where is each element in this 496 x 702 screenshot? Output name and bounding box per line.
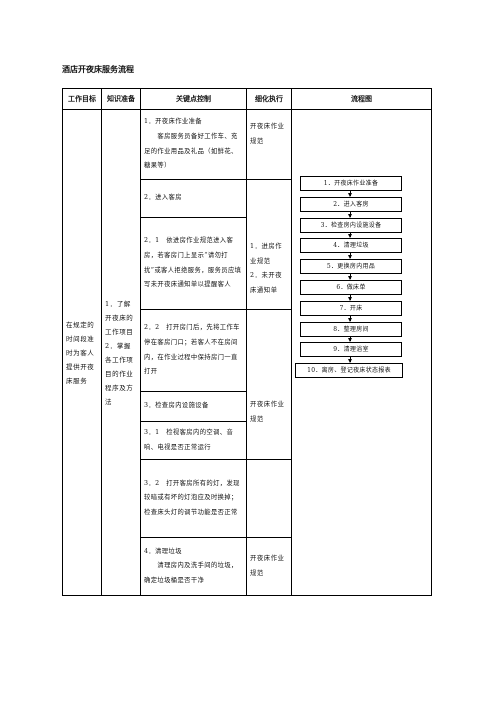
flow-step-box: 10．离房、登记夜床状态报表 — [295, 363, 403, 379]
key-point-cell: 3．2 打开客房所有的灯，发现较暗或有坏的灯泡应及时换掉；检查床头灯的调节功能是… — [140, 459, 247, 538]
execution-cell: 开夜床作业规范 — [246, 109, 292, 180]
key-point-text: 2．1 依进房作业规范进入客房，若客房门上显示“请勿打扰”或客人拒绝服务，服务员… — [144, 237, 242, 289]
goal-text: 在规定的时间段准时为客人提供开夜床服务 — [66, 320, 95, 385]
flow-step-box: 8．整理房间 — [300, 321, 402, 337]
execution-cell: 1．进房作业规范 2．未开夜床通知单 — [246, 179, 292, 310]
flow-step-box: 1．开夜床作业准备 — [300, 176, 402, 191]
key-point-text: 2．进入客房 — [144, 194, 182, 202]
header-flowchart: 流程图 — [291, 88, 432, 110]
knowledge-text: 1．了解开夜床的工作项目 2．掌握各工作项目的作业程序及方法 — [105, 299, 134, 406]
flowchart-cell: 1．开夜床作业准备 2．进入客房 3．检查房内设施设备 4．清理垃圾 5．更换房内用品 6… — [291, 109, 432, 596]
key-point-cell: 2．1 依进房作业规范进入客房，若客房门上显示“请勿打扰”或客人拒绝服务，服务员… — [140, 217, 247, 310]
key-point-text: 4．清理垃圾 清理房内及洗手间的垃圾，确定垃圾桶是否干净 — [144, 547, 238, 584]
table-header-row: 工作目标 知识准备 关键点控制 细化执行 流程图 — [62, 88, 432, 110]
execution-text: 1．进房作业规范 2．未开夜床通知单 — [250, 243, 283, 294]
key-point-text: 3．2 打开客房所有的灯，发现较暗或有坏的灯泡应及时换掉；检查床头灯的调节功能是… — [144, 479, 240, 516]
key-point-cell: 3．1 检视客房内的空调、音响、电视是否正常运行 — [140, 421, 247, 460]
knowledge-cell: 1．了解开夜床的工作项目 2．掌握各工作项目的作业程序及方法 — [101, 109, 141, 596]
header-knowledge: 知识准备 — [101, 88, 141, 110]
flow-step-box: 4．清理垃圾 — [300, 238, 402, 254]
flow-arrow — [348, 335, 352, 343]
header-key-points: 关键点控制 — [140, 88, 247, 110]
flow-arrow — [348, 190, 352, 197]
flow-step-box: 3．检查房内设施设备 — [300, 217, 402, 233]
key-point-cell: 2．进入客房 — [140, 179, 247, 218]
flow-step-box: 7．开床 — [300, 300, 402, 316]
key-point-cell: 1．开夜床作业准备 客房服务员备好工作车、充足的作业用品及礼品（如鲜花、糖果等） — [140, 109, 247, 180]
execution-text: 开夜床作业规范 — [250, 123, 285, 145]
flow-step-box: 6．做床单 — [300, 280, 402, 295]
execution-cell — [246, 459, 292, 538]
execution-cell: 开夜床作业规范 — [246, 537, 292, 596]
header-goal: 工作目标 — [62, 88, 102, 110]
flow-arrow — [348, 273, 352, 280]
flow-arrow — [348, 294, 352, 301]
flow-arrow — [348, 252, 352, 259]
key-point-cell: 4．清理垃圾 清理房内及洗手间的垃圾，确定垃圾桶是否干净 — [140, 537, 247, 596]
process-table: 工作目标 知识准备 关键点控制 细化执行 流程图 在规定的时间段准时为客人提供开… — [62, 88, 432, 596]
flow-arrow — [348, 356, 352, 363]
header-execution: 细化执行 — [246, 88, 292, 110]
key-point-text: 1．开夜床作业准备 客房服务员备好工作车、充足的作业用品及礼品（如鲜花、糖果等） — [144, 118, 238, 170]
execution-cell: 开夜床作业规范 — [246, 309, 292, 460]
key-point-text: 3．检查房内设施设备 — [144, 402, 209, 410]
key-point-text: 3．1 检视客房内的空调、音响、电视是否正常运行 — [144, 428, 234, 451]
flow-arrow — [348, 231, 352, 239]
execution-text: 开夜床作业规范 — [250, 401, 285, 423]
goal-cell: 在规定的时间段准时为客人提供开夜床服务 — [62, 109, 102, 596]
flow-arrow — [348, 314, 352, 322]
key-point-cell: 2．2 打开房门后，先将工作车停在客房门口；若客人不在房间内，在作业过程中保持房… — [140, 309, 247, 392]
key-point-text: 2．2 打开房门后，先将工作车停在客房门口；若客人不在房间内，在作业过程中保持房… — [144, 324, 240, 376]
flow-step-box: 9．清理浴室 — [300, 342, 402, 358]
flow-arrow — [348, 210, 352, 218]
page-title: 酒店开夜床服务流程 — [62, 65, 134, 74]
flow-step-box: 2．进入客房 — [300, 196, 402, 212]
flow-step-box: 5．更换房内用品 — [300, 259, 402, 275]
execution-text: 开夜床作业规范 — [250, 554, 285, 577]
key-point-cell: 3．检查房内设施设备 — [140, 391, 247, 422]
